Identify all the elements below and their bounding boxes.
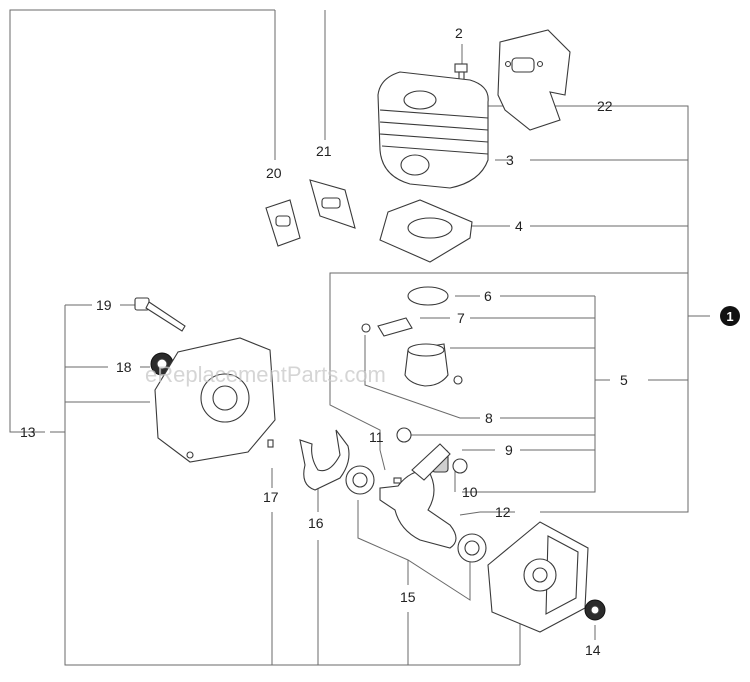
callout-22: 22 xyxy=(597,98,613,114)
piston-part xyxy=(404,343,449,387)
callout-11: 11 xyxy=(369,429,384,445)
callout-4: 4 xyxy=(515,218,523,234)
callout-7: 7 xyxy=(457,310,465,326)
callout-13: 13 xyxy=(20,424,36,440)
callout-17: 17 xyxy=(263,489,279,505)
gasket-21-part xyxy=(309,179,356,229)
callout-18: 18 xyxy=(116,359,132,375)
callout-labels: 2 3 4 5 6 7 8 9 10 11 12 13 14 15 16 17 … xyxy=(20,25,628,658)
callout-15: 15 xyxy=(400,589,416,605)
callout-10: 10 xyxy=(462,484,478,500)
leader-lines xyxy=(9,9,710,666)
callout-21: 21 xyxy=(316,143,332,159)
heat-shield-part xyxy=(497,29,571,131)
callout-3: 3 xyxy=(506,152,514,168)
callout-20: 20 xyxy=(266,165,282,181)
callout-2: 2 xyxy=(455,25,463,41)
callout-19: 19 xyxy=(96,297,112,313)
dowel-pin-part xyxy=(267,439,274,448)
watermark-text: eReplacementParts.com xyxy=(145,362,386,387)
callout-8: 8 xyxy=(485,410,493,426)
key-part xyxy=(393,477,402,484)
piston-pin-part xyxy=(377,317,413,337)
callout-6: 6 xyxy=(484,288,492,304)
callout-9: 9 xyxy=(505,442,513,458)
assembly-marker-label: 1 xyxy=(726,309,733,324)
crankshaft-part xyxy=(379,443,457,549)
cylinder-part xyxy=(377,71,489,189)
circlip-part xyxy=(361,323,463,385)
callout-5: 5 xyxy=(620,372,628,388)
callout-16: 16 xyxy=(308,515,324,531)
piston-ring-part xyxy=(407,286,449,306)
crankcase-right-part xyxy=(487,521,589,633)
gasket-20-part xyxy=(265,199,301,247)
crankcase-left-part xyxy=(154,337,276,463)
long-bolt-part xyxy=(134,297,186,332)
main-bearing-part xyxy=(345,465,487,563)
washer-part xyxy=(396,427,468,474)
callout-12: 12 xyxy=(495,504,511,520)
oil-seal-right-part xyxy=(584,599,606,621)
assembly-marker: 1 xyxy=(720,306,740,326)
callout-14: 14 xyxy=(585,642,601,658)
crankcase-gasket-part xyxy=(299,429,350,491)
cylinder-gasket-part xyxy=(379,199,473,263)
